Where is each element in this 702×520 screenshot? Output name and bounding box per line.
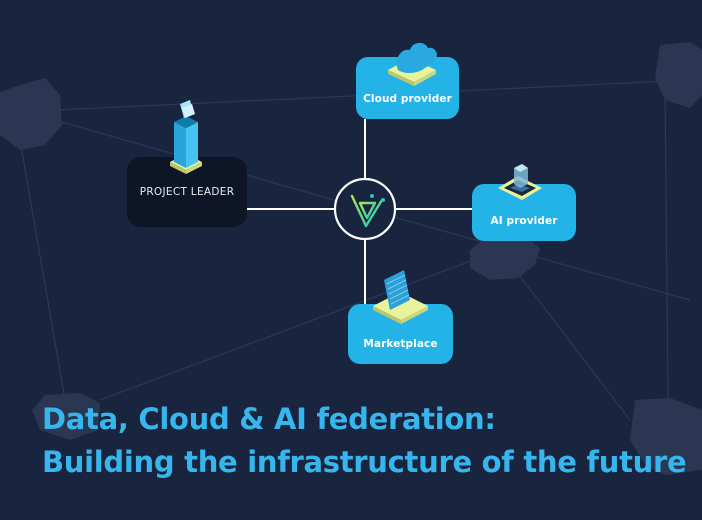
bg-line xyxy=(499,249,631,421)
bg-line xyxy=(99,249,501,401)
chip-icon xyxy=(498,164,542,200)
marketplace-panel-icon xyxy=(373,270,428,324)
hexagon-shape xyxy=(0,78,62,150)
node-label: AI provider xyxy=(490,215,558,227)
bg-line xyxy=(19,139,66,401)
v-logo-icon xyxy=(350,194,385,228)
background-hexagons xyxy=(0,42,702,475)
headline-line-1: Data, Cloud & AI federation: xyxy=(42,402,496,436)
headline-line-2: Building the infrastructure of the futur… xyxy=(42,445,687,479)
federation-hub xyxy=(333,177,397,241)
hexagon-shape xyxy=(32,393,100,440)
node-label: PROJECT LEADER xyxy=(139,186,235,198)
node-project-leader[interactable]: PROJECT LEADER xyxy=(127,157,247,227)
node-label: Cloud provider xyxy=(363,93,452,105)
hub-connectors xyxy=(247,119,472,304)
hexagon-shape xyxy=(470,236,540,280)
tower-folder-icon xyxy=(170,100,202,174)
node-label: Marketplace xyxy=(363,338,438,350)
hexagon-shape xyxy=(630,398,702,475)
bg-line xyxy=(664,84,669,401)
cloud-icon xyxy=(388,42,437,86)
hub-circle xyxy=(333,177,397,241)
hexagon-shape xyxy=(655,42,702,108)
